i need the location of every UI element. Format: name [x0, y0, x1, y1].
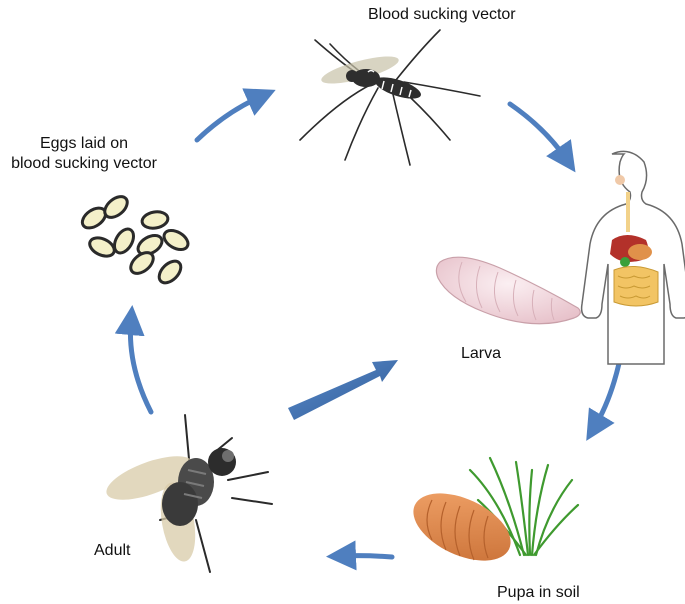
arrow-adult-to-larva — [288, 360, 398, 420]
label-pupa: Pupa in soil — [497, 584, 580, 601]
arrow-pupa-to-adult — [326, 540, 395, 571]
mosquito-icon — [299, 29, 481, 166]
grass-icon — [468, 456, 580, 557]
label-eggs-line1: Eggs laid on — [39, 135, 129, 152]
label-larva: Larva — [461, 345, 502, 362]
label-eggs-line2: blood sucking vector — [11, 155, 157, 172]
eggs-icon — [80, 195, 190, 285]
label-blood-sucking-vector: Blood sucking vector — [368, 6, 516, 23]
label-adult: Adult — [94, 542, 131, 559]
arrow-eggs-to-vector — [194, 88, 276, 143]
pupa-icon — [413, 493, 511, 561]
human-digestive-icon — [580, 150, 685, 365]
fly-icon — [106, 414, 273, 573]
label-eggs: Eggs laid on blood sucking vector — [0, 134, 168, 174]
arrow-vector-to-human — [507, 101, 576, 173]
larva-icon — [435, 256, 581, 325]
arrow-adult-to-eggs — [114, 305, 154, 415]
